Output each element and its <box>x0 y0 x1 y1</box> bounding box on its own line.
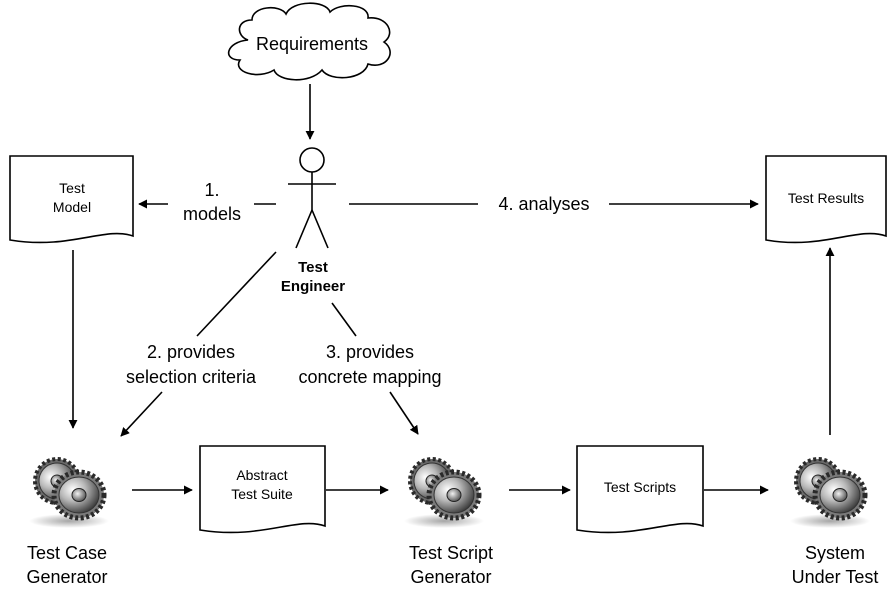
abstract-test-suite-document: Abstract Test Suite <box>199 445 326 534</box>
test-model-label-line1: Test <box>59 180 85 196</box>
concrete-mapping-arrow <box>389 391 419 435</box>
test-model-document: Test Model <box>9 155 134 244</box>
concrete-mapping-arrow-top <box>331 302 357 337</box>
selection-criteria-arrow-top <box>196 251 277 337</box>
abstract-test-suite-label-line1: Abstract <box>236 467 287 483</box>
test-script-generator-label-line1: Test Script <box>409 543 493 563</box>
selection-criteria-label-line1: 2. provides <box>147 342 235 362</box>
test-case-generator-label-line2: Generator <box>26 567 107 587</box>
test-script-generator-label-line2: Generator <box>410 567 491 587</box>
concrete-mapping-label-line1: 3. provides <box>326 342 414 362</box>
abstract-test-suite-label-line2: Test Suite <box>231 486 293 502</box>
selection-criteria-label-line2: selection criteria <box>126 367 257 387</box>
test-case-generator-label-line1: Test Case <box>27 543 107 563</box>
system-under-test-label-line1: System <box>805 543 865 563</box>
test-model-label-line2: Model <box>53 199 91 215</box>
models-label-line1: 1. <box>204 180 219 200</box>
test-results-document: Test Results <box>765 155 887 244</box>
system-under-test-label-line2: Under Test <box>792 567 879 587</box>
analyses-label: 4. analyses <box>498 194 589 214</box>
concrete-mapping-label-line2: concrete mapping <box>298 367 441 387</box>
requirements-label: Requirements <box>256 34 368 54</box>
test-engineer-label-line2: Engineer <box>281 278 345 295</box>
test-script-generator-gear-icon <box>404 454 484 528</box>
selection-criteria-arrow <box>120 391 163 437</box>
test-results-label: Test Results <box>788 190 864 206</box>
test-case-generator-gear-icon <box>29 454 109 528</box>
test-scripts-document: Test Scripts <box>576 445 704 534</box>
test-scripts-label: Test Scripts <box>604 479 676 495</box>
test-engineer-actor: Test Engineer <box>281 147 345 295</box>
requirements-cloud: Requirements <box>228 2 391 81</box>
test-engineer-label-line1: Test <box>298 259 328 276</box>
models-label-line2: models <box>183 204 241 224</box>
system-under-test-gear-icon <box>790 454 870 528</box>
